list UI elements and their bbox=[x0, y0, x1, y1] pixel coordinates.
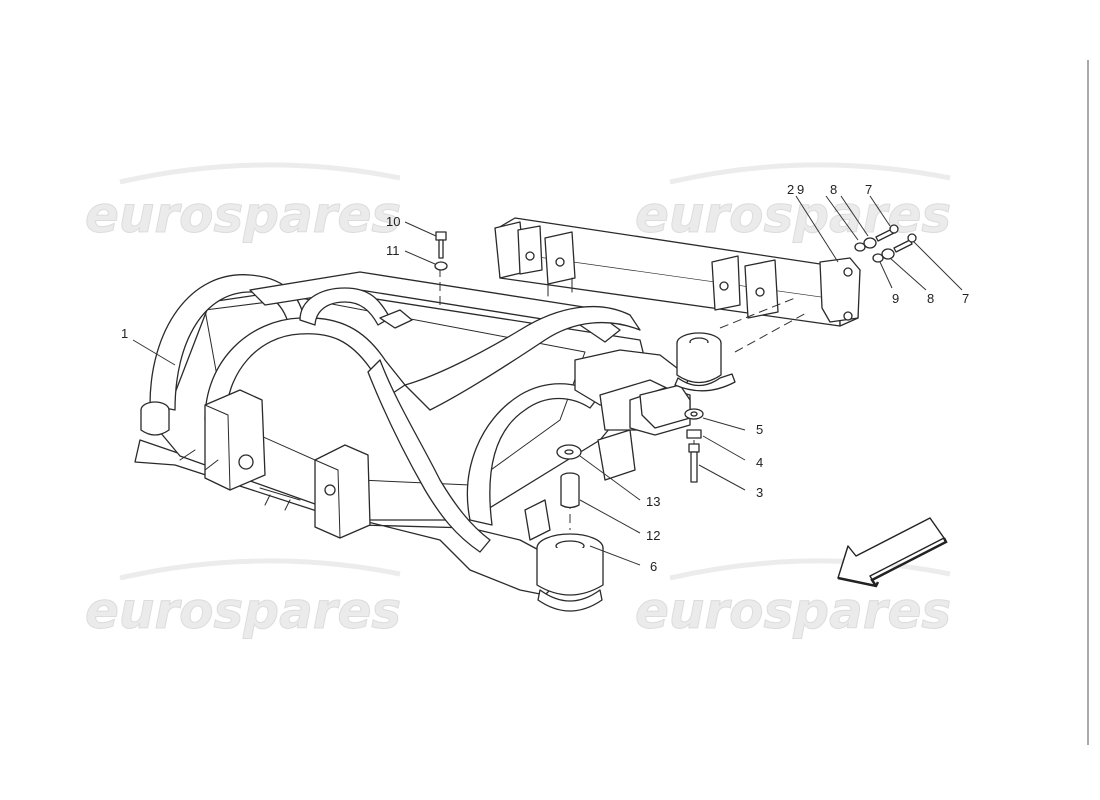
watermark-text: eurospares bbox=[85, 582, 401, 640]
callout-labels: 1 2 3 4 5 6 7 7 8 8 9 9 10 11 12 13 bbox=[121, 182, 969, 574]
watermark-top-left: eurospares bbox=[85, 162, 402, 245]
watermark-bottom-left: eurospares bbox=[85, 558, 402, 641]
watermark-text: eurospares bbox=[635, 186, 951, 244]
callout-9-lower: 9 bbox=[892, 291, 899, 306]
callout-13: 13 bbox=[646, 494, 660, 509]
watermark-text: eurospares bbox=[635, 582, 951, 640]
callout-10: 10 bbox=[386, 214, 400, 229]
watermark-top-right: eurospares bbox=[635, 162, 952, 245]
callout-12: 12 bbox=[646, 528, 660, 543]
watermarks: eurospares eurospares eurospares eurospa… bbox=[85, 162, 952, 641]
rear-crossmember bbox=[494, 217, 861, 327]
rear-mount-bushing bbox=[674, 332, 736, 392]
leader-lines bbox=[132, 195, 963, 566]
callout-2: 2 bbox=[787, 182, 794, 197]
rear-subframe bbox=[134, 271, 691, 612]
watermark-bottom-right: eurospares bbox=[635, 558, 952, 641]
direction-arrow-icon bbox=[837, 517, 948, 588]
callout-8-upper: 8 bbox=[830, 182, 837, 197]
callout-6: 6 bbox=[650, 559, 657, 574]
hardware bbox=[434, 224, 917, 509]
callout-7-upper: 7 bbox=[865, 182, 872, 197]
callout-4: 4 bbox=[756, 455, 763, 470]
callout-3: 3 bbox=[756, 485, 763, 500]
callout-1: 1 bbox=[121, 326, 128, 341]
callout-5: 5 bbox=[756, 422, 763, 437]
callout-8-lower: 8 bbox=[927, 291, 934, 306]
callout-11: 11 bbox=[386, 243, 400, 258]
watermark-text: eurospares bbox=[85, 186, 401, 244]
callout-9-upper: 9 bbox=[797, 182, 804, 197]
callout-7-lower: 7 bbox=[962, 291, 969, 306]
